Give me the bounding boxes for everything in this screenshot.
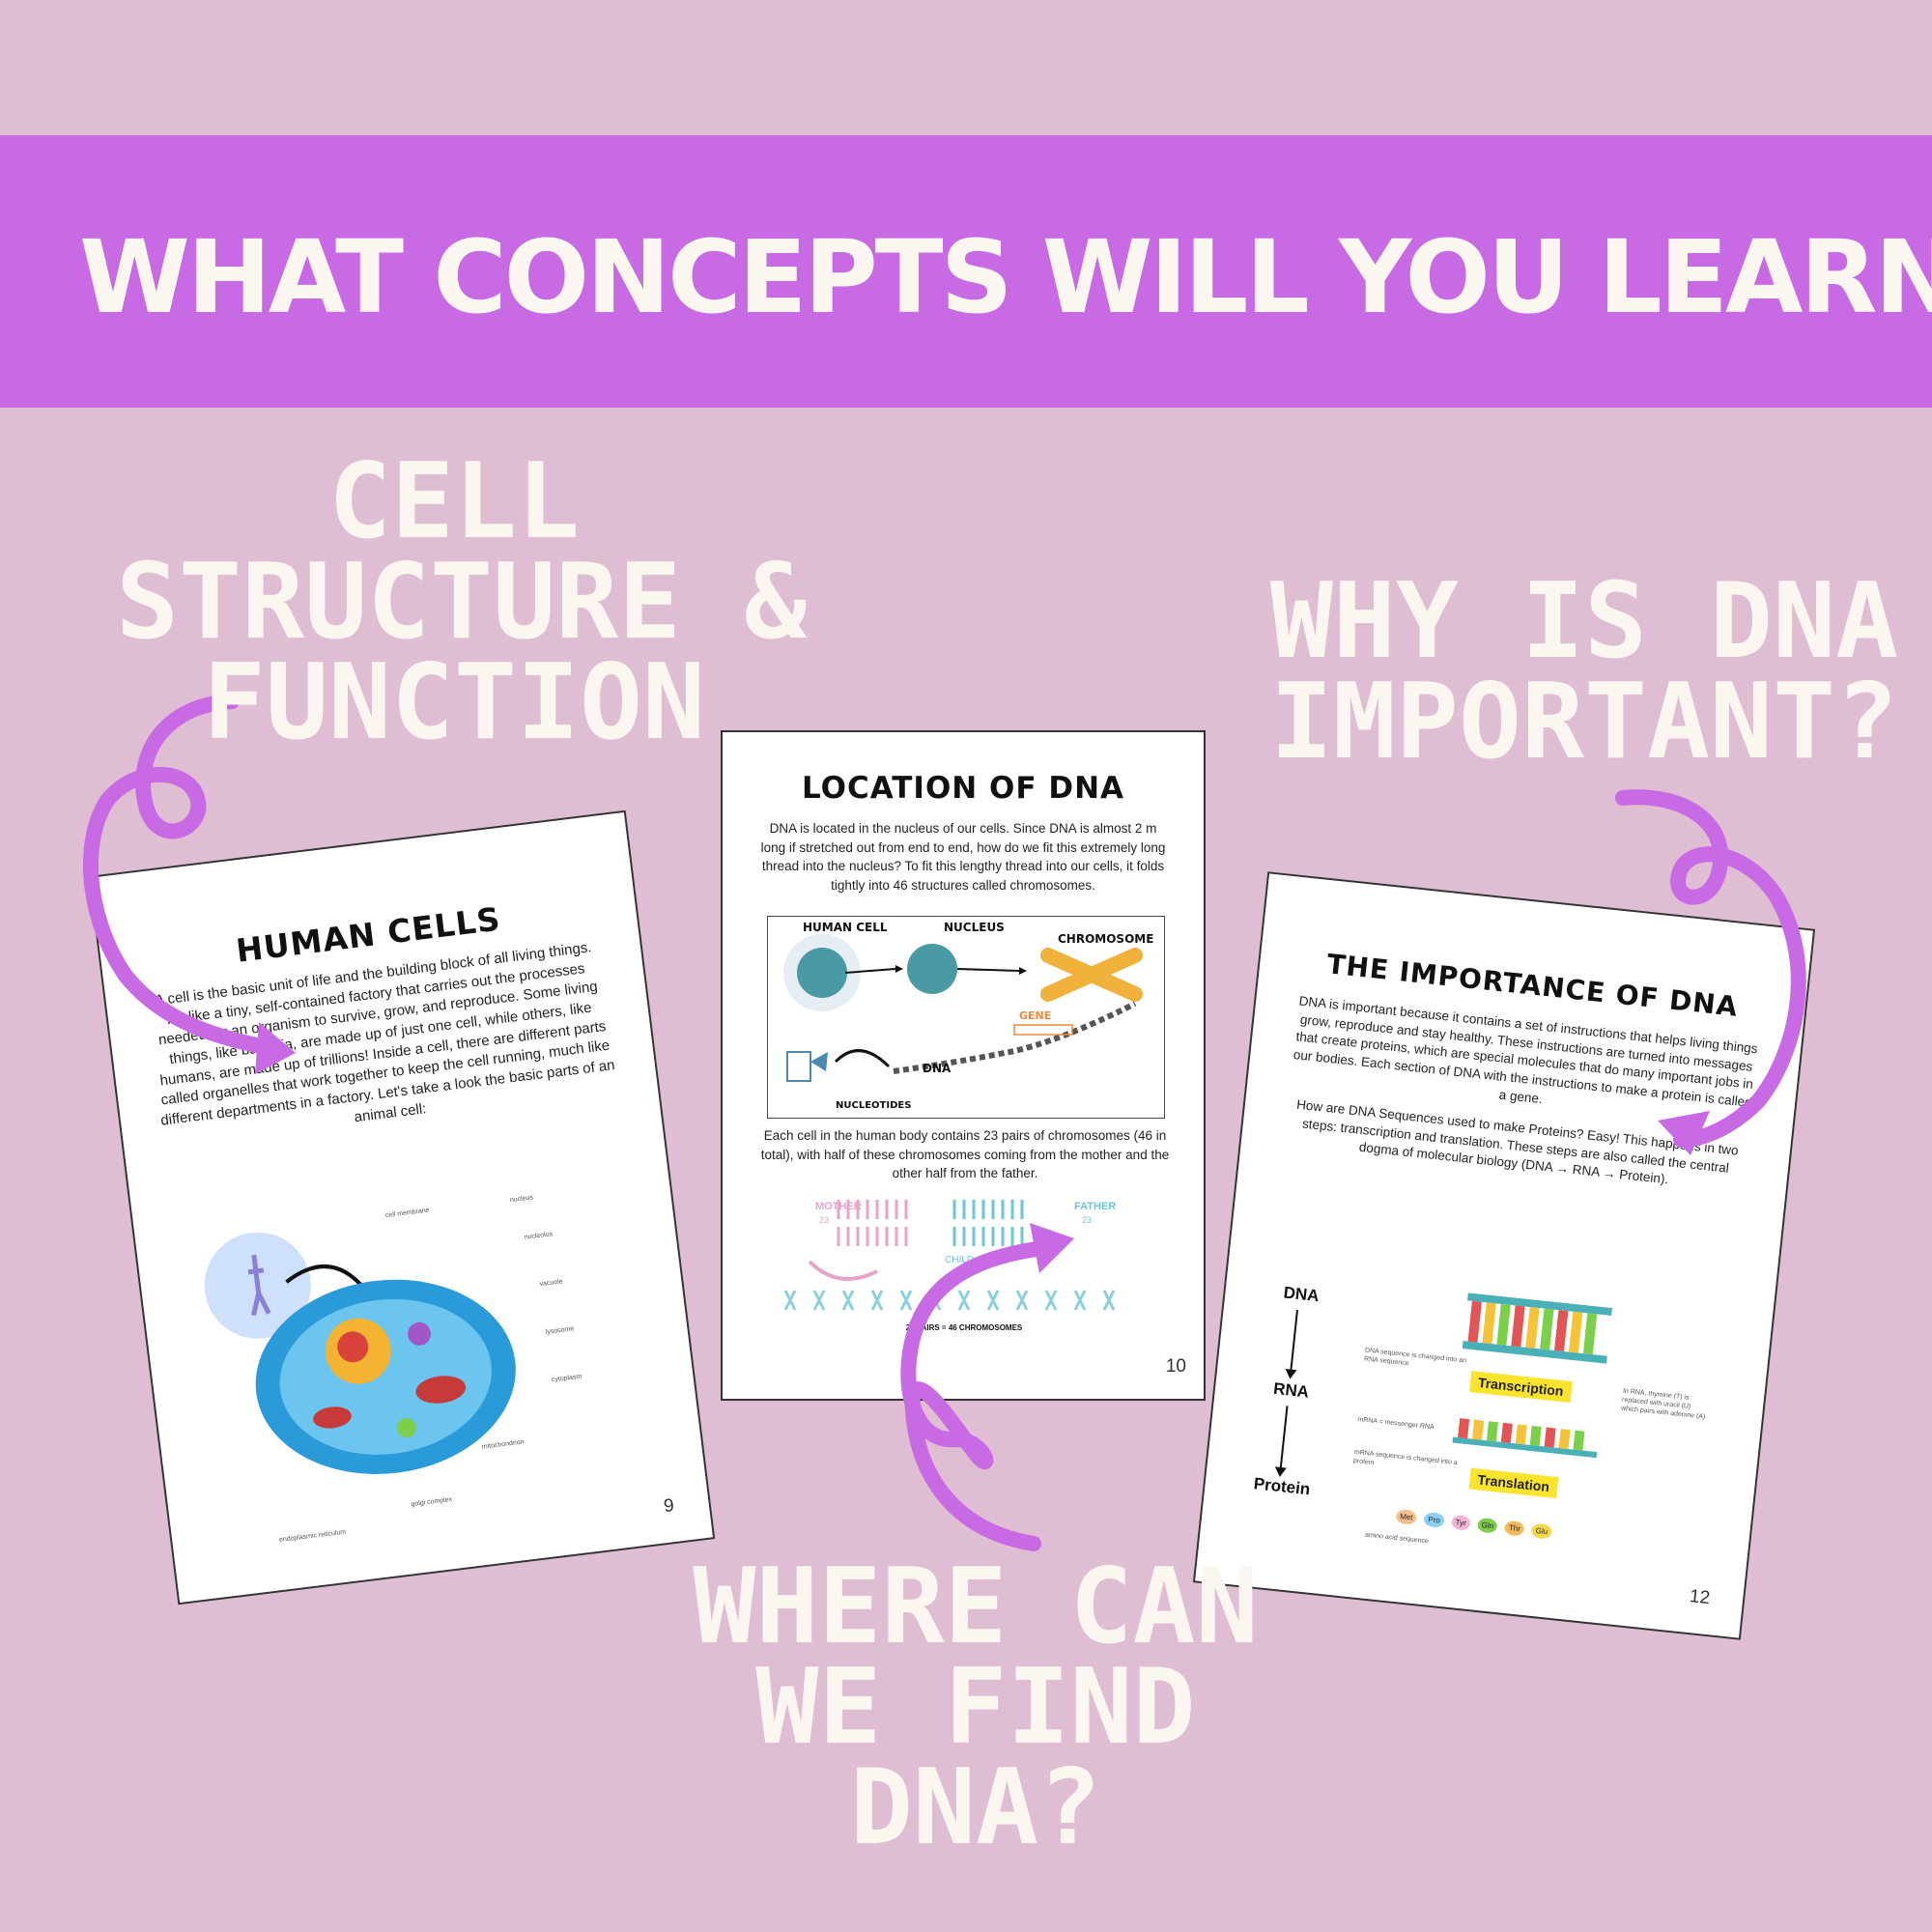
page-importance-of-dna: THE IMPORTANCE OF DNA DNA is important b… bbox=[1192, 871, 1816, 1640]
note-uracil: In RNA, thymine (T) is replaced with ura… bbox=[1620, 1387, 1706, 1421]
amino-acid: Glu bbox=[1531, 1522, 1552, 1540]
animal-cell-diagram bbox=[204, 1232, 516, 1474]
label-mother-count: 23 bbox=[819, 1215, 830, 1225]
dna-diagram-graphic bbox=[783, 934, 1143, 1082]
page-human-cells: HUMAN CELLS A cell is the basic unit of … bbox=[88, 810, 716, 1605]
label-line: WHERE CAN bbox=[693, 1547, 1259, 1667]
label-dna: DNA bbox=[923, 1062, 952, 1075]
note-transcription: DNA sequence is changed into an RNA sequ… bbox=[1363, 1347, 1467, 1368]
label-human-cell: HUMAN CELL bbox=[803, 921, 888, 934]
amino-acid: Gln bbox=[1476, 1517, 1498, 1534]
title-banner bbox=[0, 135, 1932, 408]
page-title: LOCATION OF DNA bbox=[801, 771, 1125, 806]
label-nucleus: NUCLEUS bbox=[944, 921, 1005, 934]
translation-badge: Translation bbox=[1468, 1467, 1559, 1498]
note-translation: mRNA sequence is changed into a protein bbox=[1352, 1448, 1459, 1467]
mrna-strand-graphic bbox=[1452, 1418, 1598, 1459]
label-nucleotides: NUCLEOTIDES bbox=[836, 1100, 912, 1111]
label-father: FATHER bbox=[1074, 1201, 1117, 1212]
label-line: STRUCTURE & bbox=[116, 542, 808, 663]
label-line: IMPORTANT? bbox=[1269, 662, 1899, 782]
banner-title: WHAT CONCEPTS WILL YOU LEARN? bbox=[79, 218, 1932, 336]
note-mrna: mRNA = messenger RNA bbox=[1357, 1416, 1435, 1432]
note-amino-acid-sequence: amino acid sequence bbox=[1364, 1531, 1430, 1546]
label-chromosome: CHROMOSOME bbox=[1058, 932, 1154, 946]
label-child: CHILD bbox=[945, 1255, 975, 1265]
label-line: DNA? bbox=[849, 1747, 1102, 1868]
amino-acid: Pro bbox=[1423, 1511, 1445, 1528]
page-number: 10 bbox=[1165, 1356, 1186, 1377]
dna-location-diagram: HUMAN CELL NUCLEUS CHROMOSOME GENE DNA N… bbox=[767, 916, 1165, 1119]
page-number: 9 bbox=[662, 1495, 675, 1518]
flow-dna: DNA bbox=[1282, 1283, 1321, 1306]
label-father-count: 23 bbox=[1082, 1215, 1093, 1225]
label-gene: GENE bbox=[1019, 1009, 1052, 1022]
chromosome-caption: Each cell in the human body contains 23 … bbox=[760, 1128, 1170, 1181]
page-number: 12 bbox=[1688, 1586, 1712, 1609]
amino-acid-chain: Met Pro Tyr Gln Thr Glu bbox=[1395, 1508, 1552, 1540]
label-mother: MOTHER bbox=[815, 1201, 862, 1212]
label-line: CELL bbox=[327, 441, 581, 562]
label-cell-structure-function: CELL STRUCTURE & FUNCTION bbox=[116, 441, 808, 763]
label-line: WHY IS DNA bbox=[1269, 561, 1899, 682]
amino-acid: Tyr bbox=[1450, 1514, 1471, 1531]
flow-arrows bbox=[1274, 1309, 1298, 1477]
dna-strand-graphic bbox=[1462, 1293, 1612, 1364]
page-location-of-dna: LOCATION OF DNA DNA is located in the nu… bbox=[721, 730, 1206, 1401]
label-why-dna-important: WHY IS DNA IMPORTANT? bbox=[1256, 561, 1913, 782]
label-where-find-dna: WHERE CAN WE FIND DNA? bbox=[676, 1547, 1275, 1868]
amino-acid: Thr bbox=[1504, 1520, 1525, 1537]
page-body-text: DNA is located in the nucleus of our cel… bbox=[760, 821, 1166, 893]
label-total-chromosomes: 23 PAIRS = 46 CHROMOSOMES bbox=[905, 1323, 1023, 1332]
label-line: WE FIND bbox=[755, 1647, 1196, 1768]
label-line: FUNCTION bbox=[202, 642, 706, 763]
transcription-badge: Transcription bbox=[1469, 1371, 1573, 1403]
amino-acid: Met bbox=[1395, 1508, 1418, 1525]
